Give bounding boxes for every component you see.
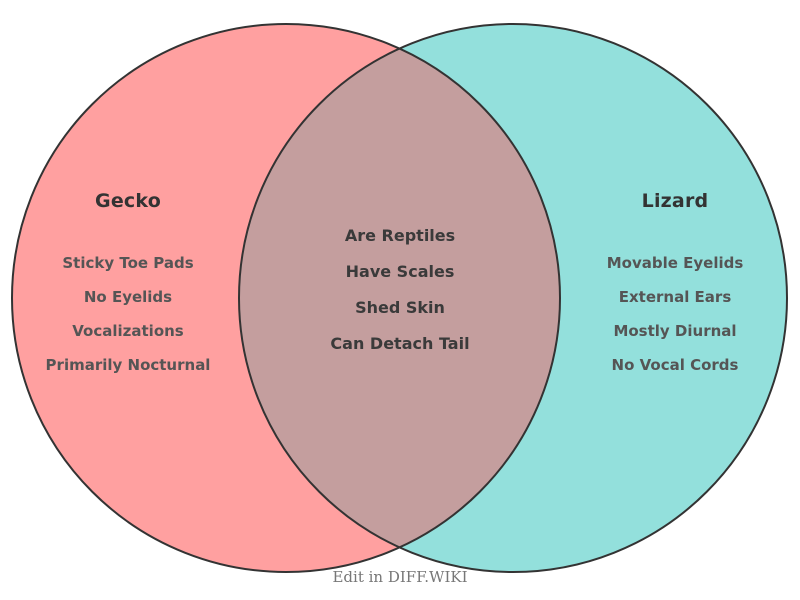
- venn-left-item-list: Sticky Toe Pads No Eyelids Vocalizations…: [14, 253, 242, 374]
- venn-right-item: Mostly Diurnal: [613, 321, 737, 340]
- venn-center-item: Have Scales: [345, 262, 455, 281]
- venn-intersection[interactable]: [12, 24, 560, 572]
- venn-left-item: Vocalizations: [72, 321, 184, 340]
- venn-right-item: Movable Eyelids: [606, 253, 744, 272]
- venn-region-center[interactable]: Are Reptiles Have Scales Shed Skin Can D…: [286, 228, 514, 372]
- venn-left-item: Primarily Nocturnal: [45, 355, 211, 374]
- venn-right-title: Lizard: [641, 190, 709, 212]
- venn-center-item: Are Reptiles: [344, 226, 456, 245]
- venn-circle-right-outline: [238, 23, 788, 573]
- venn-center-item: Shed Skin: [355, 298, 445, 317]
- venn-left-item: No Eyelids: [83, 287, 173, 306]
- venn-circle-left-outline: [11, 23, 561, 573]
- venn-left-title: Gecko: [95, 190, 161, 212]
- venn-right-item: External Ears: [618, 287, 732, 306]
- venn-region-left[interactable]: Gecko Sticky Toe Pads No Eyelids Vocaliz…: [14, 190, 242, 392]
- venn-left-item: Sticky Toe Pads: [62, 253, 194, 272]
- venn-right-item-list: Movable Eyelids External Ears Mostly Diu…: [561, 253, 789, 374]
- venn-right-item: No Vocal Cords: [611, 355, 739, 374]
- venn-center-item-list: Are Reptiles Have Scales Shed Skin Can D…: [286, 228, 514, 352]
- venn-center-item: Can Detach Tail: [330, 334, 470, 353]
- edit-in-diff-wiki-link[interactable]: Edit in DIFF.WIKI: [332, 568, 468, 586]
- venn-region-right[interactable]: Lizard Movable Eyelids External Ears Mos…: [561, 190, 789, 392]
